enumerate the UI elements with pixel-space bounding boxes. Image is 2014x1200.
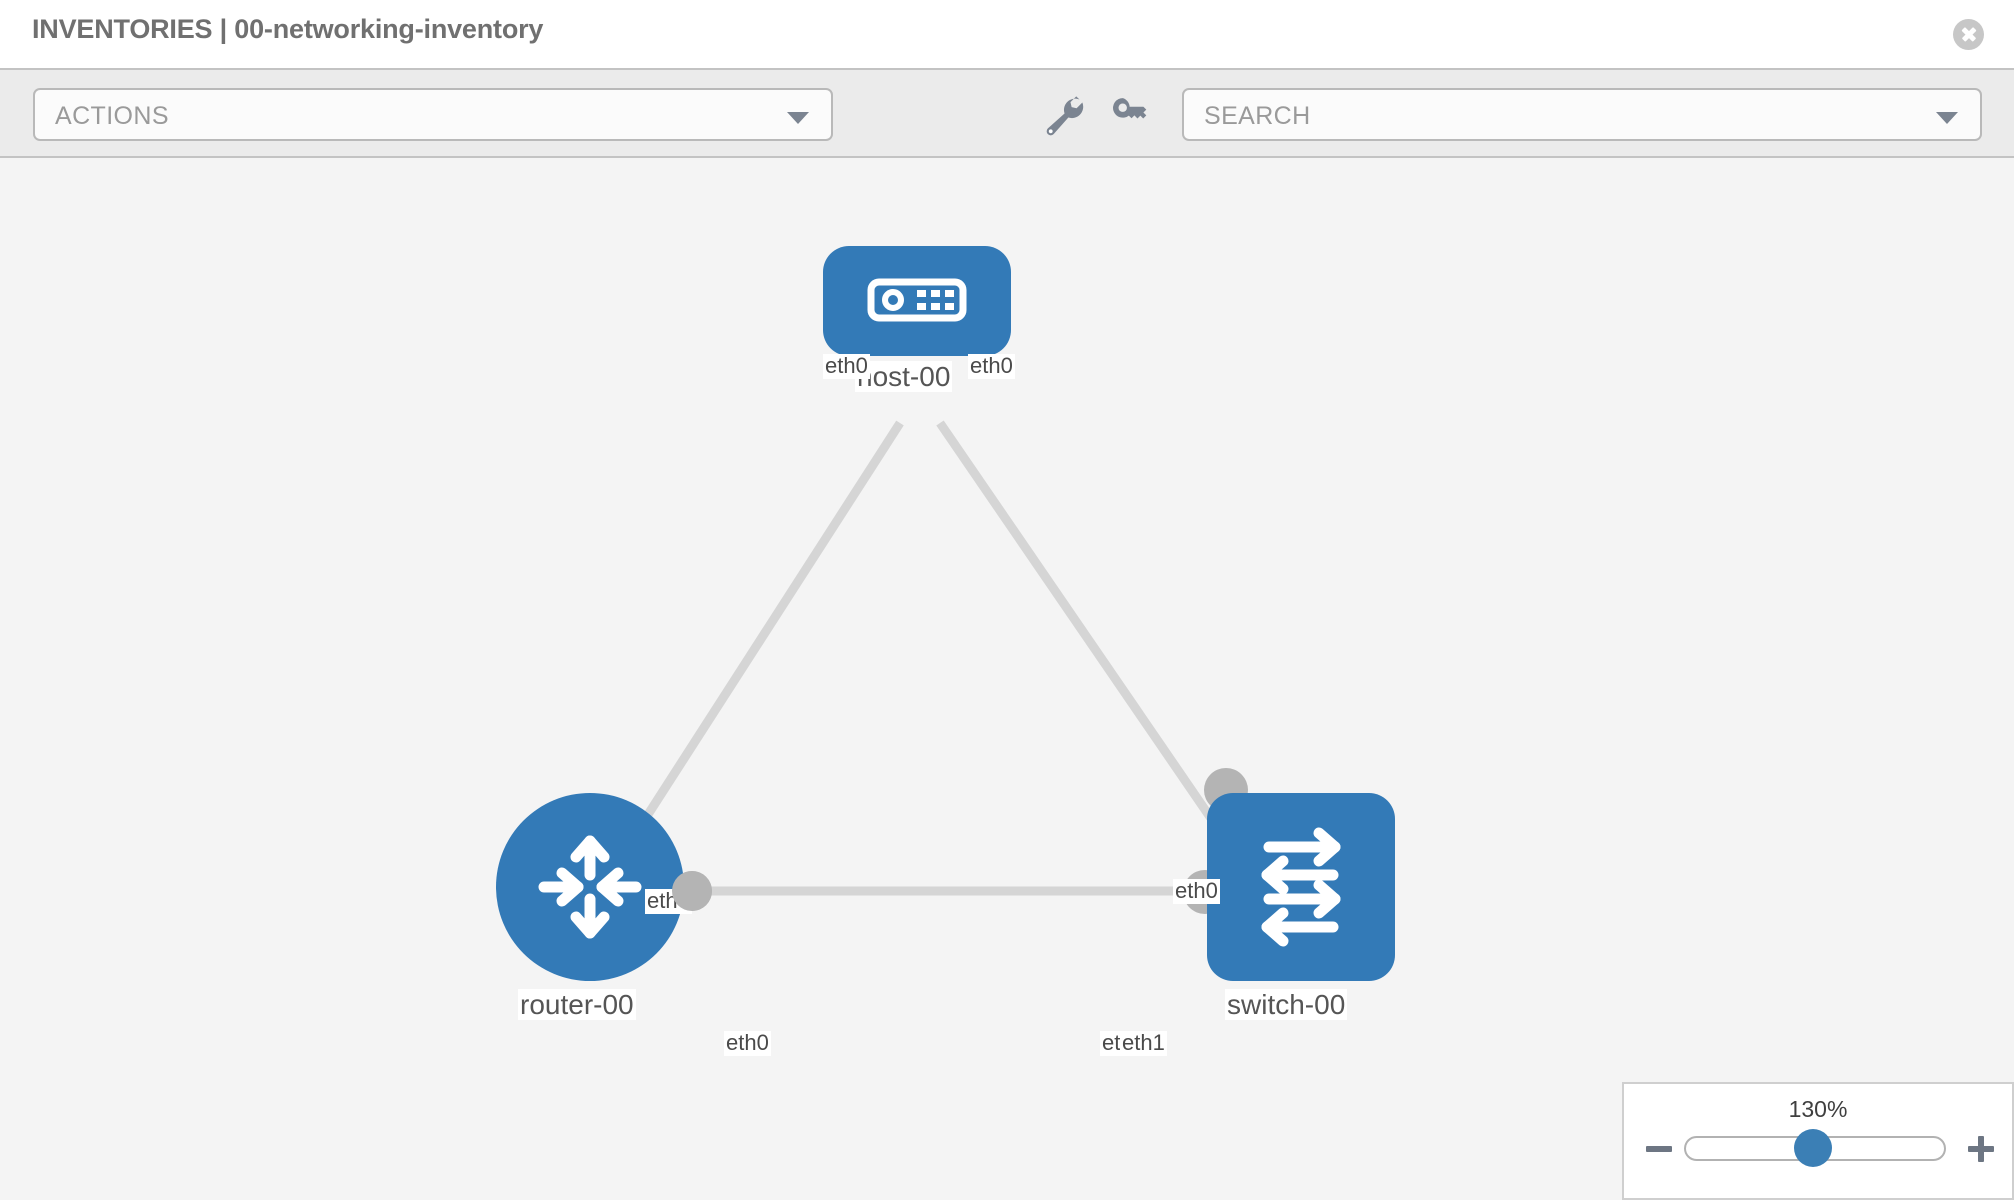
actions-dropdown[interactable]: ACTIONS [33, 88, 833, 141]
router-node-shape[interactable] [496, 793, 684, 981]
edge-label-switch-left: eth1 [1120, 1030, 1167, 1056]
edge-label-host-left: eth0 [823, 353, 870, 379]
search-input[interactable]: SEARCH [1182, 88, 1982, 141]
node-label-router-00: router-00 [518, 989, 636, 1021]
zoom-level-value: 130% [1788, 1096, 1848, 1122]
switch-node-shape[interactable] [1207, 793, 1395, 981]
toolbar: ACTIONS SEARCH [0, 68, 2014, 158]
wrench-icon[interactable] [1040, 92, 1086, 138]
edge-label-switch-up: eth0 [1173, 878, 1220, 904]
zoom-control-panel: 130% [1622, 1082, 2014, 1200]
connector-router-right-overlay [672, 871, 712, 911]
edge-label-host-right: eth0 [968, 353, 1015, 379]
node-label-switch-00: switch-00 [1225, 989, 1348, 1021]
host-node-shape[interactable] [823, 246, 1011, 356]
node-label-host-00: host-00 [855, 361, 953, 393]
key-icon[interactable] [1107, 92, 1153, 138]
page-title: INVENTORIES | 00-networking-inventory [32, 14, 544, 44]
minus-icon[interactable] [1646, 1136, 1672, 1162]
router-icon [538, 835, 642, 939]
node-host-00[interactable]: host-00 [823, 246, 1011, 446]
edge-label-router-right: eth0 [724, 1030, 771, 1056]
chevron-down-icon [787, 112, 809, 124]
close-icon[interactable] [1953, 19, 1984, 50]
plus-icon[interactable] [1968, 1136, 1994, 1162]
topology-links [616, 420, 1249, 896]
server-icon [867, 278, 967, 322]
chevron-down-icon [1936, 112, 1958, 124]
topology-canvas[interactable]: host-00 router-00 [0, 158, 2014, 1200]
search-placeholder: SEARCH [1204, 102, 1311, 130]
node-switch-00[interactable]: switch-00 [1207, 793, 1403, 1023]
zoom-slider-thumb[interactable] [1794, 1129, 1832, 1167]
switch-icon [1261, 827, 1341, 947]
window-header: INVENTORIES | 00-networking-inventory [0, 0, 2014, 68]
actions-dropdown-label: ACTIONS [55, 102, 169, 130]
node-router-00[interactable]: router-00 [496, 793, 692, 1023]
